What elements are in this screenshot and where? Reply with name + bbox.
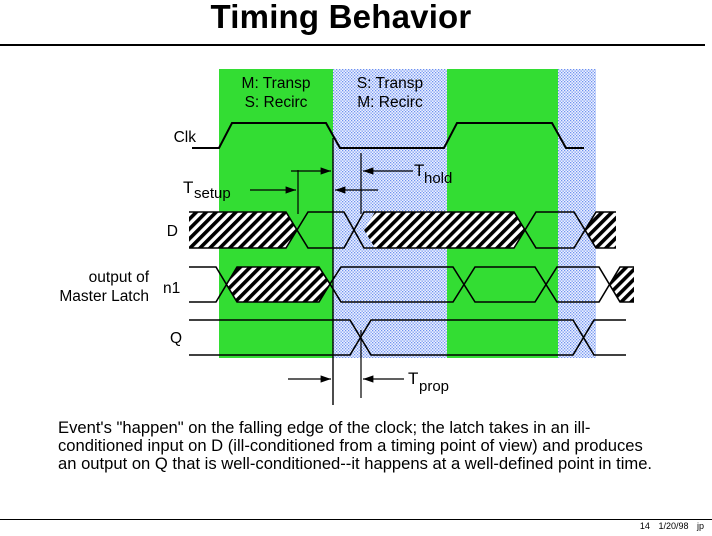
clk-label: Clk xyxy=(174,129,197,146)
t-hold-sub: hold xyxy=(424,170,452,187)
t-hold-main: T xyxy=(414,161,424,180)
footer: 14 1/20/98 jp xyxy=(634,521,704,531)
page-title: Timing Behavior xyxy=(210,0,472,35)
t-prop-sub: prop xyxy=(419,378,449,395)
blue-phase-label-1: S: Transp xyxy=(357,75,423,92)
n1-label: n1 xyxy=(163,280,180,297)
green-phase-label-2: S: Recirc xyxy=(245,94,308,111)
master-label-1: output of xyxy=(89,269,150,286)
title-rule xyxy=(0,44,705,46)
clk-waveform xyxy=(192,122,584,149)
q-waveform xyxy=(189,319,626,356)
t-prop-main: T xyxy=(408,369,418,388)
q-label: Q xyxy=(170,330,182,347)
footer-rule xyxy=(0,519,712,520)
d-label: D xyxy=(167,223,178,240)
explanation-text: Event's "happen" on the falling edge of … xyxy=(58,418,653,473)
n1-waveform xyxy=(189,266,634,303)
timing-diagram: M: Transp S: Recirc S: Transp M: Recirc … xyxy=(59,69,634,405)
green-phase-label-1: M: Transp xyxy=(242,75,311,92)
master-label-2: Master Latch xyxy=(59,288,149,305)
d-waveform xyxy=(189,211,616,249)
footer-initials: jp xyxy=(696,521,704,531)
footer-date: 1/20/98 xyxy=(658,521,689,531)
footer-page-number: 14 xyxy=(639,521,650,531)
t-setup-main: T xyxy=(183,178,193,197)
t-setup-sub: setup xyxy=(194,185,231,202)
transparent-slave-band-2 xyxy=(558,69,596,358)
blue-phase-label-2: M: Recirc xyxy=(357,94,423,111)
